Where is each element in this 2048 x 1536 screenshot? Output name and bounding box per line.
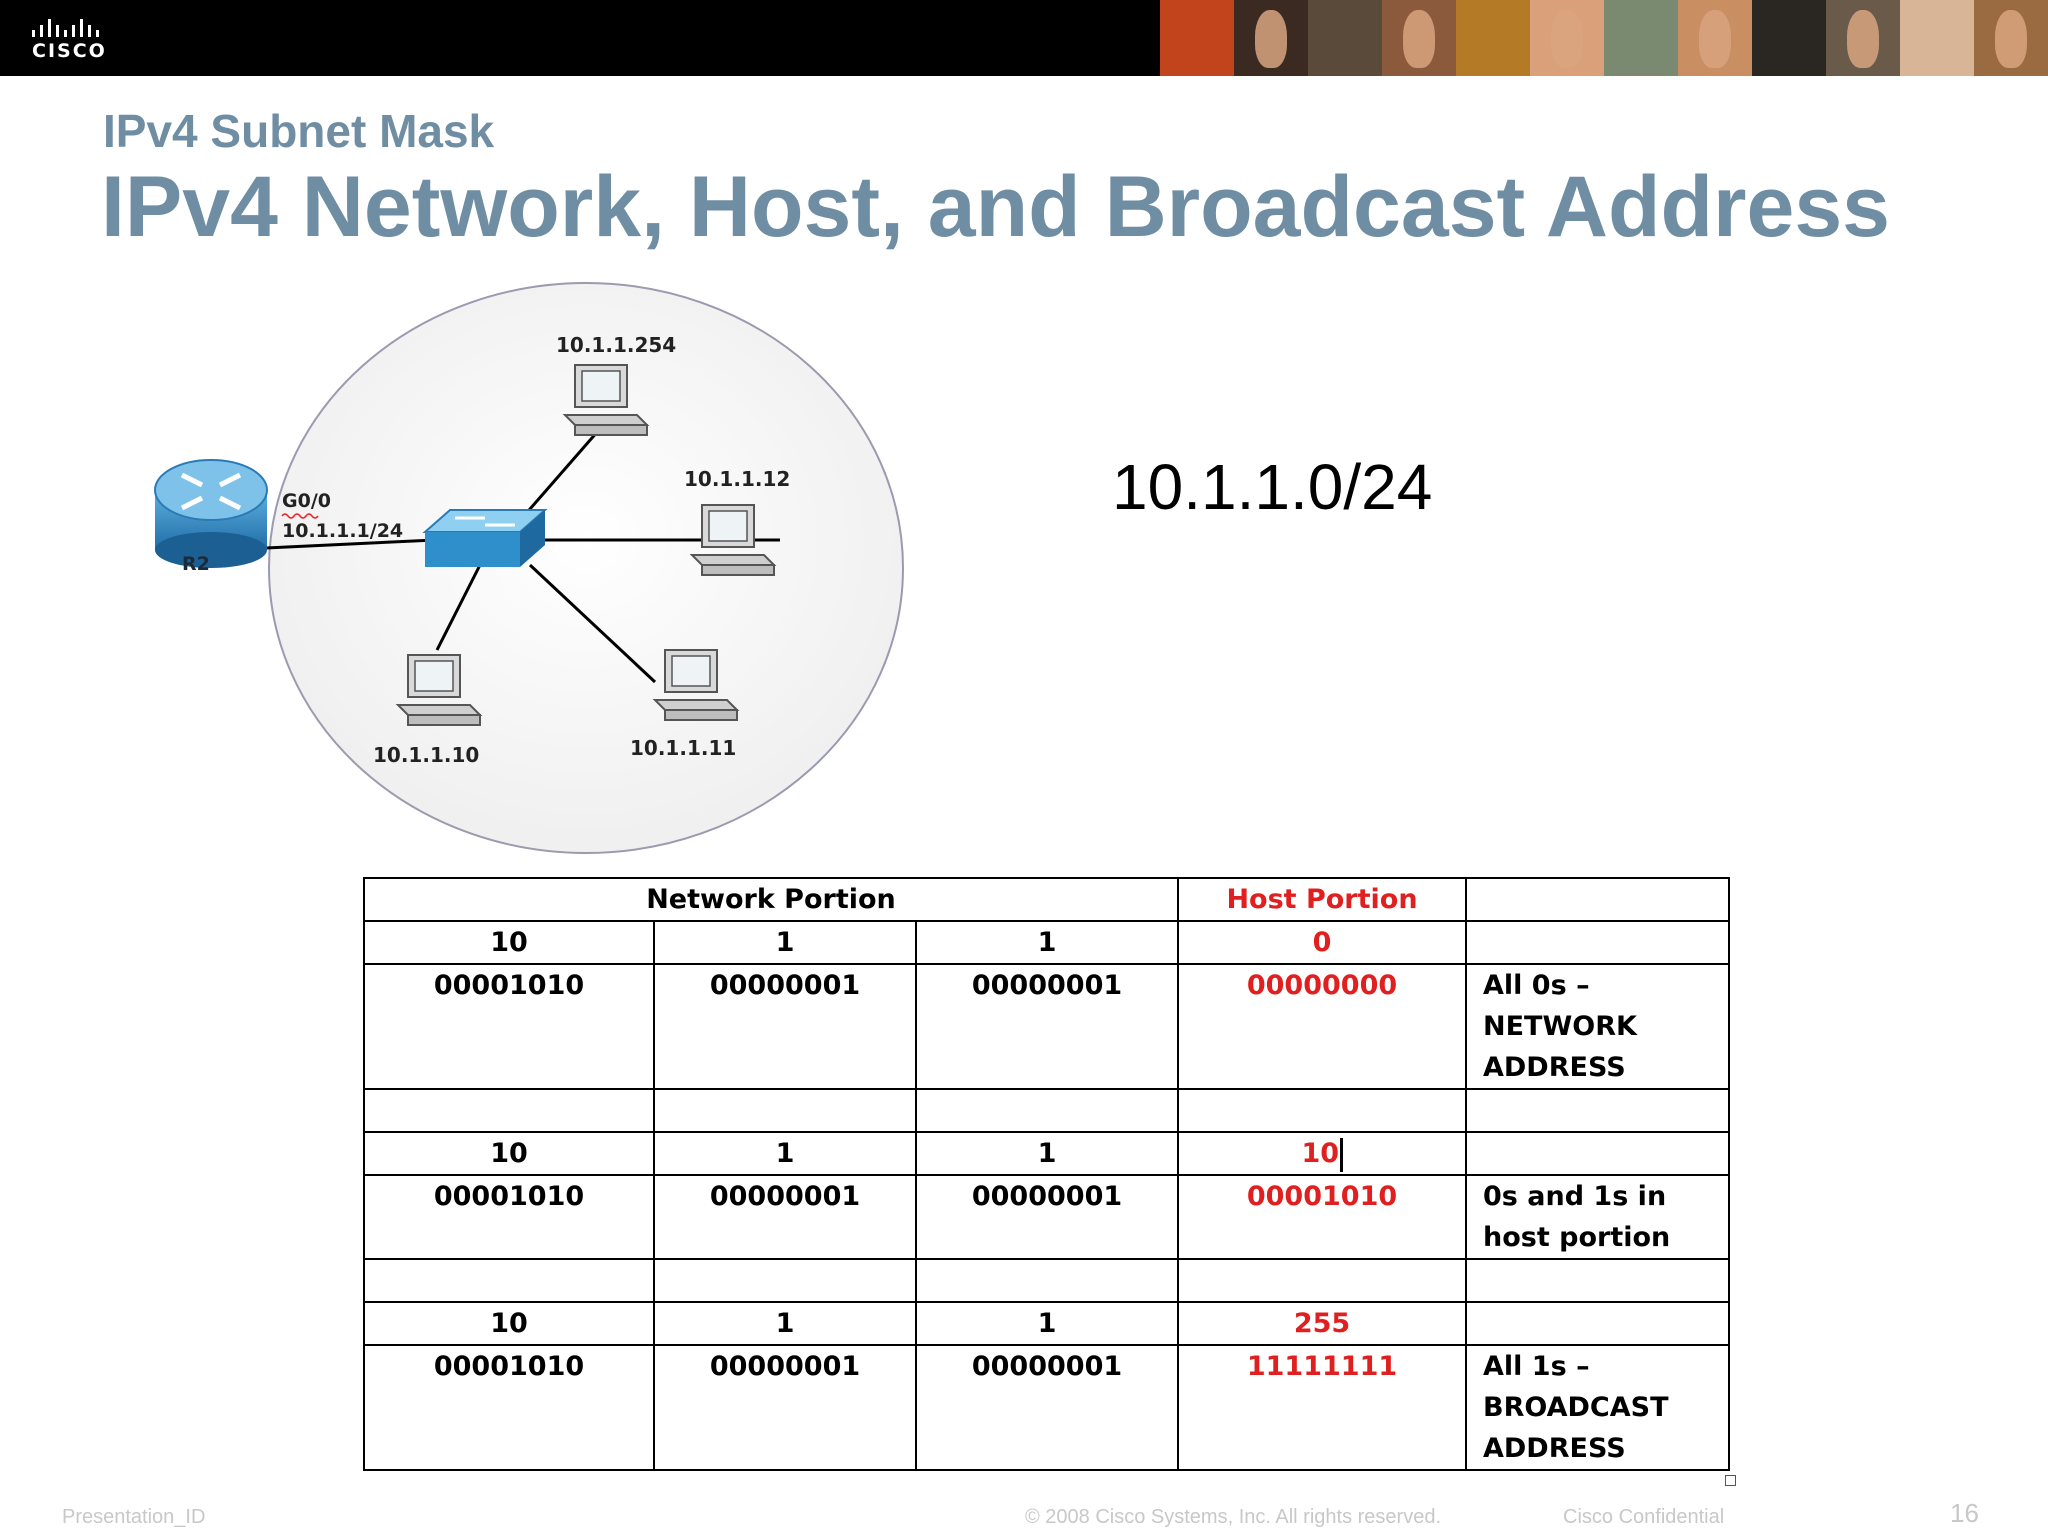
note-line: host portion [1483,1222,1671,1253]
photo-face [1846,10,1880,68]
table-cell: 1 [653,920,917,965]
slide-subtitle: IPv4 Subnet Mask [103,105,495,157]
table-cell [1465,877,1730,922]
table-cell: 1 [653,1301,917,1346]
table-cell: 0 [1177,920,1467,965]
table-cell: 00000001 [915,963,1179,1090]
photo-face [1254,10,1288,68]
spacer-row [363,1088,1730,1133]
cidr-notation: 10.1.1.0/24 [1112,451,1433,523]
footer-copyright: © 2008 Cisco Systems, Inc. All rights re… [1025,1506,1442,1528]
router-label: R2 [182,553,210,575]
network-diagram: R2 G0/0 10.1.1.1/24 10.1.1.254 [154,282,904,854]
host-label: 10.1.1.12 [684,467,790,491]
table-cell: 00000000 [1177,963,1467,1090]
address-note: All 0s – NETWORK ADDRESS [1465,963,1730,1090]
computer-icon [395,654,483,726]
address-note: All 1s – BROADCAST ADDRESS [1465,1344,1730,1471]
table-cell: 00000001 [653,1174,917,1260]
page-number: 16 [1950,1498,1979,1528]
header-photo [1604,0,1678,76]
interface-ip-label: 10.1.1.1/24 [282,520,403,542]
header-photo [1974,0,2048,76]
table-cell: 00000001 [653,963,917,1090]
table-cell: 10 [363,1301,655,1346]
table-cell: 00000001 [915,1344,1179,1471]
text-cursor [1340,1137,1343,1172]
header-photo [1900,0,1974,76]
table-cell: 10 [363,920,655,965]
footer-presentation-id: Presentation_ID [62,1506,206,1528]
header-photo [1678,0,1752,76]
host-label: 10.1.1.10 [373,743,479,767]
table-cell: 10 [363,1131,655,1176]
address-note: 0s and 1s in host portion [1465,1174,1730,1260]
table-cell[interactable]: 10 [1177,1131,1467,1176]
note-line: All 1s – [1483,1351,1590,1382]
router-icon [154,459,268,568]
computer-icon [689,504,777,576]
header-photo [1160,0,1234,76]
slide-title: IPv4 Network, Host, and Broadcast Addres… [101,159,1890,255]
note-line: 0s and 1s in [1483,1181,1667,1212]
table-cell: 1 [653,1131,917,1176]
header-photo [1826,0,1900,76]
network-portion-header: Network Portion [363,877,1179,922]
spell-check-squiggle [281,513,319,519]
cisco-logo-text: CISCO [32,40,107,62]
table-header-row: Network Portion Host Portion [363,877,1730,922]
photo-face [1402,10,1436,68]
host-label: 10.1.1.11 [630,736,736,760]
interface-label: G0/0 [282,490,331,512]
table-cell: 11111111 [1177,1344,1467,1471]
header-photo [1234,0,1308,76]
decimal-row: 10 1 1 255 [363,1301,1730,1346]
table-cell: 00001010 [1177,1174,1467,1260]
binary-row: 00001010 00000001 00000001 00001010 0s a… [363,1174,1730,1260]
subnet-table[interactable]: Network Portion Host Portion 10 1 1 0 00… [363,877,1730,1471]
decimal-row: 10 1 1 10 [363,1131,1730,1176]
switch-icon [422,509,548,567]
header-photo [1456,0,1530,76]
table-cell: 00000001 [653,1344,917,1471]
table-cell: 00000001 [915,1174,1179,1260]
table-cell: 00001010 [363,963,655,1090]
note-line: All 0s – [1483,970,1590,1001]
header-photo [1752,0,1826,76]
computer-icon [562,364,650,436]
header-photo [1530,0,1604,76]
photo-face [1698,10,1732,68]
header-bar: CISCO [0,0,2048,76]
host-label: 10.1.1.254 [556,333,676,357]
table-cell [1465,1301,1730,1346]
note-line: ADDRESS [1483,1433,1626,1464]
table-cell: 00001010 [363,1174,655,1260]
note-line: BROADCAST [1483,1392,1669,1423]
table-cell: 1 [915,920,1179,965]
binary-row: 00001010 00000001 00000001 11111111 All … [363,1344,1730,1471]
decimal-row: 10 1 1 0 [363,920,1730,965]
note-line: ADDRESS [1483,1052,1626,1083]
table-cell [1465,1131,1730,1176]
table-resize-handle[interactable] [1725,1475,1736,1486]
table-cell: 00001010 [363,1344,655,1471]
photo-face [1550,10,1584,68]
table-cell [1465,920,1730,965]
header-photo [1382,0,1456,76]
photo-face [1994,10,2028,68]
cisco-logo-icon [32,19,99,37]
binary-row: 00001010 00000001 00000001 00000000 All … [363,963,1730,1090]
spacer-row [363,1258,1730,1303]
table-cell: 1 [915,1301,1179,1346]
table-cell: 255 [1177,1301,1467,1346]
computer-icon [652,649,740,721]
footer-confidential: Cisco Confidential [1563,1506,1725,1528]
table-cell: 1 [915,1131,1179,1176]
header-photo [1308,0,1382,76]
header-photo-strip [1160,0,2048,76]
host-portion-header: Host Portion [1177,877,1467,922]
note-line: NETWORK [1483,1011,1637,1042]
table-cell-text: 10 [1301,1138,1340,1169]
